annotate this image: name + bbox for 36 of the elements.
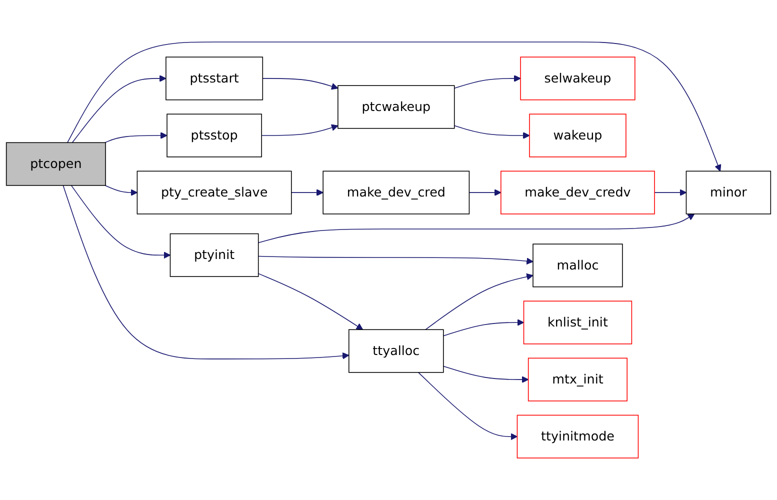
arrow xyxy=(654,189,687,196)
arrow xyxy=(261,124,338,136)
node-box: make_dev_credv xyxy=(500,170,655,214)
arrow xyxy=(72,74,166,144)
arrow xyxy=(70,185,171,259)
arrow xyxy=(258,214,695,244)
arrow xyxy=(454,125,530,139)
arrow xyxy=(291,189,324,196)
node-box: minor xyxy=(686,170,772,214)
node-box: make_dev_cred xyxy=(322,170,470,214)
node-box: ptcwakeup xyxy=(338,85,455,129)
arrow xyxy=(425,273,534,330)
arrow xyxy=(418,372,518,440)
node-box: wakeup xyxy=(529,114,626,158)
arrow xyxy=(262,78,338,90)
arrow xyxy=(454,74,521,89)
arrow xyxy=(258,273,364,330)
node-box: selwakeup xyxy=(520,56,636,100)
node-box: ttyalloc xyxy=(348,329,444,373)
arrow xyxy=(104,132,168,144)
node-box: ptyinit xyxy=(170,233,259,277)
node-box: ttyinitmode xyxy=(516,414,639,458)
node-box: knlist_init xyxy=(523,300,632,344)
node-box: ptsstop xyxy=(166,114,262,158)
arrow xyxy=(67,42,722,172)
node-box: pty_create_slave xyxy=(136,170,292,214)
arrow xyxy=(468,189,502,196)
arrow xyxy=(443,319,524,336)
node-box: mtx_init xyxy=(528,358,628,402)
arrow xyxy=(62,185,350,360)
arrow xyxy=(104,185,138,196)
arrow xyxy=(443,366,529,384)
node-box: ptsstart xyxy=(166,56,264,100)
node-box: ptcopen xyxy=(6,142,106,186)
node-box: malloc xyxy=(532,244,623,288)
arrow xyxy=(258,256,534,265)
